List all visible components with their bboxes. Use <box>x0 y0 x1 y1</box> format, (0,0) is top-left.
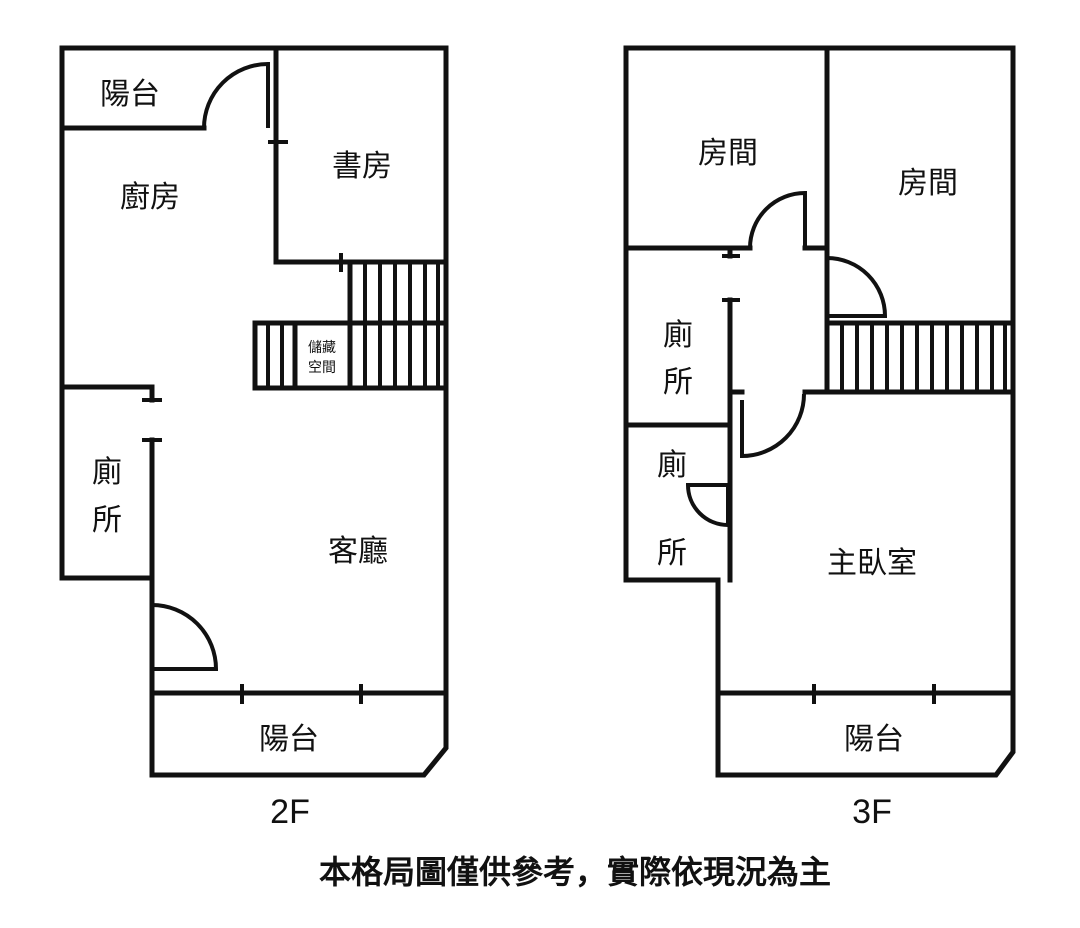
floor-2-label: 2F <box>270 793 310 831</box>
label-toilet-a-char2: 所 <box>663 365 693 400</box>
door-room-left <box>748 190 807 249</box>
door-master <box>740 393 806 459</box>
floor-3-outer-wall <box>623 45 1016 778</box>
label-toilet-char2: 所 <box>92 503 122 538</box>
label-storage-line2: 空間 <box>308 360 336 376</box>
floor-2-outer-wall <box>59 45 449 778</box>
label-living-room: 客廳 <box>328 534 388 569</box>
floor-3-plan: 房間 房間 廁 所 廁 所 主臥室 陽台 3F <box>623 45 1016 831</box>
label-storage-line1: 儲藏 <box>308 340 336 356</box>
label-room-right: 房間 <box>898 166 958 201</box>
label-balcony: 陽台 <box>844 722 904 757</box>
stairs-lower <box>266 323 284 388</box>
stairs-upper <box>363 262 440 388</box>
door-room-right <box>826 256 888 318</box>
label-toilet-b-char2: 所 <box>657 536 687 571</box>
label-toilet-a-char1: 廁 <box>663 318 693 353</box>
label-toilet-char1: 廁 <box>92 455 122 490</box>
label-toilet-b-char1: 廁 <box>657 448 687 483</box>
label-room-left: 房間 <box>698 136 758 171</box>
door-entrance <box>151 603 219 671</box>
label-balcony-top: 陽台 <box>100 77 160 112</box>
disclaimer-caption: 本格局圖僅供參考，實際依現況為主 <box>319 853 831 891</box>
floor-2-plan: 陽台 廚房 書房 儲藏 空間 廁 所 客廳 陽台 2F <box>59 45 449 831</box>
door-balcony-top <box>202 61 270 129</box>
door-toilet-b <box>685 483 730 528</box>
label-study: 書房 <box>332 149 392 184</box>
label-balcony-bottom: 陽台 <box>259 722 319 757</box>
label-master-bedroom: 主臥室 <box>827 546 917 581</box>
label-kitchen: 廚房 <box>120 180 180 215</box>
stairs <box>840 323 1007 392</box>
floor-3-label: 3F <box>852 793 892 831</box>
